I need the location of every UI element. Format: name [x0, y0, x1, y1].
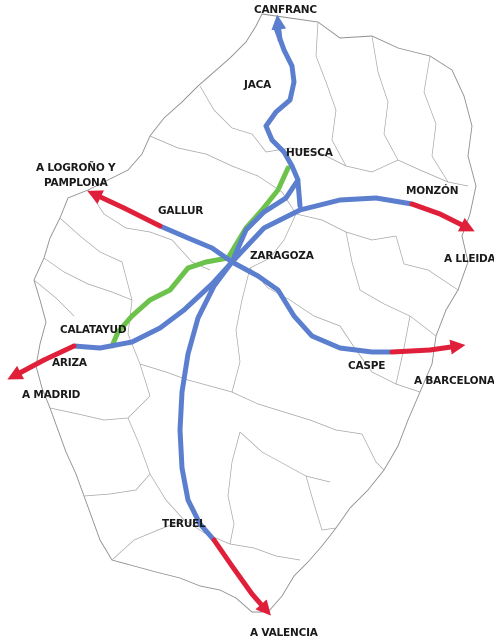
- label-monzon: MONZÓN: [406, 184, 458, 197]
- label-teruel: TERUEL: [162, 518, 206, 530]
- blue-route-caspe: [229, 259, 395, 355]
- red-route-madrid: [7, 343, 77, 380]
- territory-outline: [33, 13, 477, 613]
- label-lleida: A LLEIDA: [444, 253, 494, 265]
- label-logrono-line1: A LOGROÑO Y: [36, 161, 116, 174]
- red-route-valencia: [211, 537, 271, 616]
- internal-borders: [33, 21, 469, 561]
- red-route-barcelona: [389, 339, 466, 355]
- label-huesca: HUESCA: [286, 147, 334, 159]
- blue-route-huesca-link: [295, 179, 303, 209]
- label-calatayud: CALATAYUD: [60, 324, 127, 336]
- label-ariza: ARIZA: [52, 357, 88, 369]
- label-zaragoza: ZARAGOZA: [250, 250, 315, 262]
- label-jaca: JACA: [243, 79, 272, 91]
- blue-route-calatayud: [71, 259, 235, 351]
- label-caspe: CASPE: [348, 360, 385, 372]
- blue-route-gallur: [157, 223, 235, 265]
- blue-route-monzon: [229, 195, 415, 265]
- blue-route-teruel: [177, 259, 235, 543]
- blue-route-canfranc-zaragoza: [229, 25, 301, 265]
- red-route-logrono: [87, 190, 163, 229]
- blue-route-arrow-canfranc: [271, 14, 287, 43]
- label-barcelona: A BARCELONA: [414, 375, 494, 387]
- label-canfranc: CANFRANC: [254, 4, 317, 16]
- label-gallur: GALLUR: [158, 205, 203, 217]
- label-logrono-line2: PAMPLONA: [44, 177, 109, 189]
- label-valencia: A VALENCIA: [250, 627, 319, 639]
- label-madrid: A MADRID: [22, 389, 81, 401]
- red-route-lleida: [409, 201, 475, 232]
- green-route: [109, 165, 291, 349]
